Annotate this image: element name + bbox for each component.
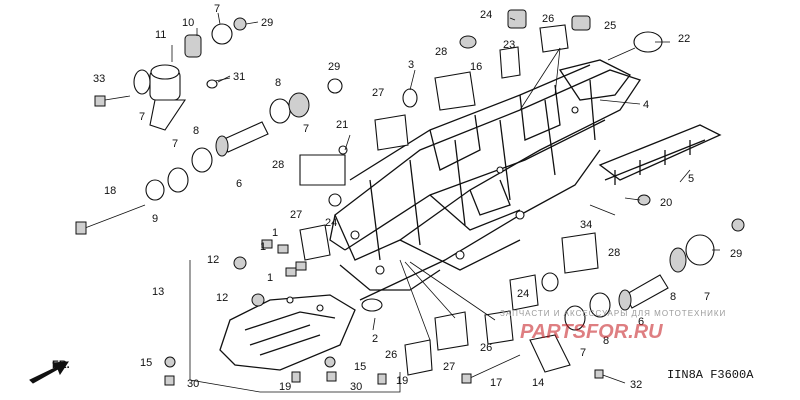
callout-19b: 19 [396, 375, 408, 387]
callout-1c: 1 [267, 272, 273, 284]
group-bracket-13 [189, 260, 401, 393]
callout-12b: 12 [216, 292, 228, 304]
callout-6: 6 [236, 178, 242, 190]
callout-34: 34 [580, 219, 592, 231]
callout-27c: 27 [443, 361, 455, 373]
callout-21: 21 [336, 119, 348, 131]
sub-frame-drawing [598, 124, 722, 185]
callout-32: 32 [630, 379, 642, 391]
callout-8c: 8 [670, 291, 676, 303]
callout-5: 5 [688, 173, 694, 185]
front-label: FR. [52, 359, 70, 371]
callout-6b: 6 [638, 316, 644, 328]
callout-12: 12 [207, 254, 219, 266]
callout-28: 28 [435, 46, 447, 58]
callout-7e: 7 [704, 291, 710, 303]
callout-24b: 24 [325, 217, 337, 229]
skid-plate-drawing [219, 294, 356, 371]
callout-24c: 24 [517, 288, 529, 300]
callout-26b: 26 [480, 342, 492, 354]
callout-11: 11 [155, 29, 166, 41]
diagram-code: IIN8A F3600A [667, 368, 754, 382]
callout-14: 14 [532, 377, 544, 389]
callout-29: 29 [261, 17, 273, 29]
leader-lines [171, 12, 720, 341]
callout-22: 22 [678, 33, 690, 45]
callout-7b: 7 [139, 111, 145, 123]
callout-2: 2 [372, 333, 378, 345]
callout-29c: 29 [730, 248, 742, 260]
callout-30: 30 [187, 378, 199, 390]
callout-7d: 7 [172, 138, 178, 150]
callout-15: 15 [140, 357, 152, 369]
callout-31: 31 [233, 71, 245, 83]
front-direction-arrow: FR. [29, 359, 70, 384]
right-parts [164, 9, 745, 386]
callout-8b: 8 [193, 125, 199, 137]
callout-3: 3 [408, 59, 414, 71]
callout-19: 19 [279, 381, 291, 393]
callout-24: 24 [480, 9, 492, 21]
callout-13: 13 [152, 286, 164, 298]
watermark-logo: PARTSFOR.RU [520, 321, 663, 343]
callout-9: 9 [152, 213, 158, 225]
callout-29b: 29 [328, 61, 340, 73]
callout-10: 10 [182, 17, 194, 29]
callout-27b: 27 [290, 209, 302, 221]
callout-8d: 8 [603, 335, 609, 347]
callout-labels: 7 10 29 11 31 33 8 29 7 7 27 3 28 16 24 … [93, 3, 742, 393]
callout-30b: 30 [350, 381, 362, 393]
left-parts [75, 17, 409, 261]
callout-4: 4 [643, 99, 649, 111]
callout-25: 25 [604, 20, 616, 32]
callout-7: 7 [214, 3, 220, 15]
callout-26: 26 [542, 13, 554, 25]
callout-7f: 7 [580, 347, 586, 359]
callout-16: 16 [470, 61, 482, 73]
callout-17: 17 [490, 377, 502, 389]
callout-1b: 1 [260, 241, 266, 253]
callout-20: 20 [660, 197, 672, 209]
callout-7c: 7 [303, 123, 309, 135]
callout-1: 1 [272, 227, 278, 239]
callout-28b: 28 [272, 159, 284, 171]
callout-33: 33 [93, 73, 105, 85]
callout-18: 18 [104, 185, 116, 197]
watermark-tagline: ЗАПЧАСТИ И АКСЕССУАРЫ ДЛЯ МОТОТЕХНИКИ [500, 309, 726, 318]
callout-27: 27 [372, 87, 384, 99]
callout-8: 8 [275, 77, 281, 89]
callout-23: 23 [503, 39, 515, 51]
callout-26c: 26 [385, 349, 397, 361]
callout-28c: 28 [608, 247, 620, 259]
main-frame-drawing [329, 59, 642, 301]
callout-15b: 15 [354, 361, 366, 373]
